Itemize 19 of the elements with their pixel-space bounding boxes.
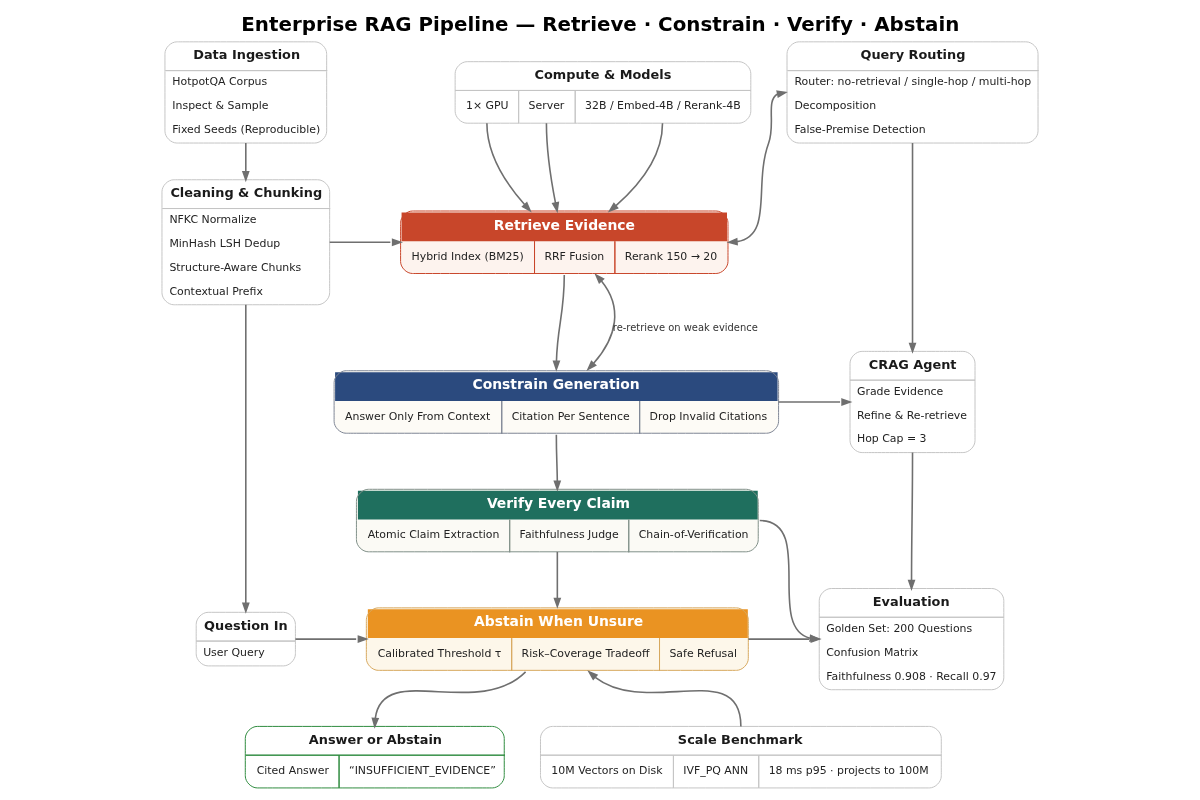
arrow: [545, 122, 560, 214]
arrow: [371, 671, 527, 729]
arrow: [587, 670, 742, 728]
diagram-title: Enterprise RAG Pipeline — Retrieve · Constrain · Verify · Abstain: [241, 12, 960, 36]
edge-label: re-retrieve on weak evidence: [612, 321, 758, 333]
arrow: [328, 238, 403, 247]
arrow: [607, 122, 664, 213]
arrow: [486, 122, 532, 213]
arrow: [294, 635, 369, 643]
arrow: [241, 142, 250, 183]
arrow: [726, 90, 788, 246]
arrow: [908, 142, 917, 354]
arrow: [907, 451, 916, 591]
arrow: [586, 273, 616, 371]
arrow: [777, 398, 853, 406]
arrow: [553, 433, 562, 492]
arrow: [552, 274, 566, 372]
arrow: [553, 551, 562, 609]
arrow: [241, 303, 250, 614]
